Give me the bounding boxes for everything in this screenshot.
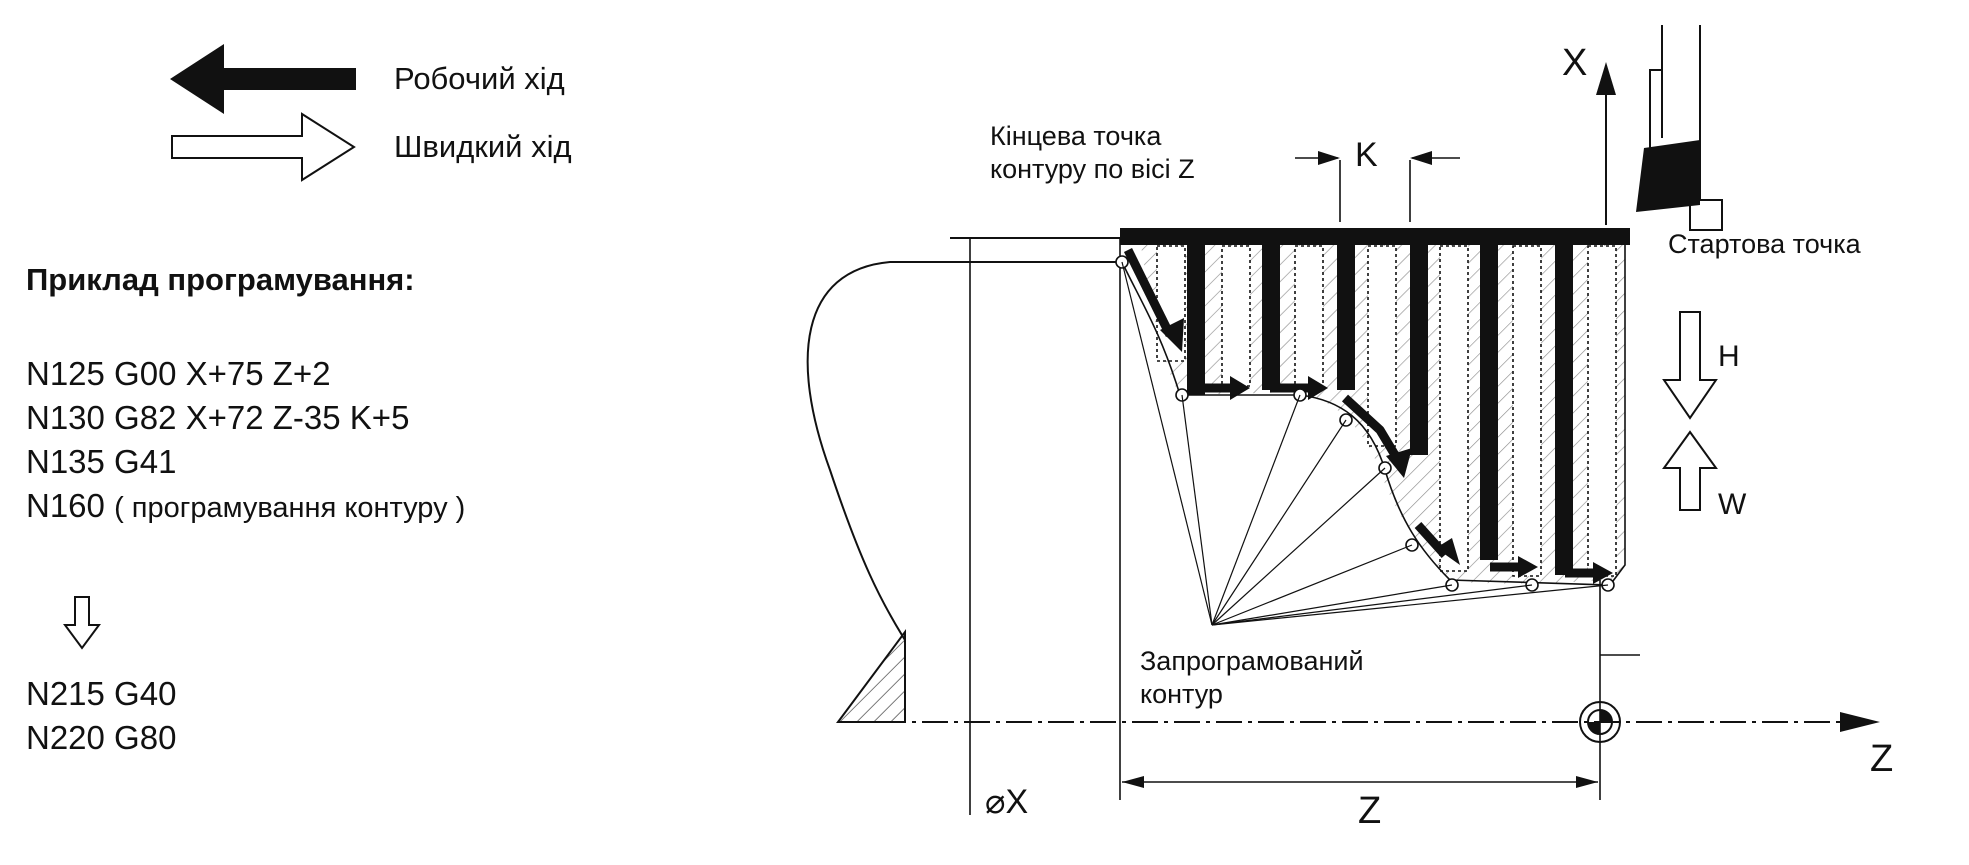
return-path-bar [1120, 228, 1630, 245]
contour-feed-paths [1123, 248, 1595, 578]
z-dimension-arrow-left [1122, 776, 1144, 788]
program-line: N135 G41 [26, 443, 177, 480]
program-end-list: N215 G40 N220 G80 [26, 672, 176, 760]
x-axis-arrow [1596, 62, 1616, 95]
z-dimension-label: Z [1358, 790, 1382, 832]
z-axis-arrow [1840, 712, 1880, 732]
program-code-list: N125 G00 X+75 Z+2 N130 G82 X+72 Z-35 K+5… [26, 352, 465, 530]
legend-work-feed-label: Робочий хід [394, 61, 565, 96]
legend-rapid-traverse: Швидкий хід [170, 112, 572, 182]
contour-label-line: контур [1140, 679, 1223, 709]
programmed-contour [1121, 245, 1626, 586]
h-direction-arrow [1662, 311, 1718, 420]
end-point-label: Кінцева точка контуру по вісі Z [990, 120, 1195, 186]
contour-points [1115, 255, 1615, 592]
program-heading: Приклад програмування: [26, 262, 415, 297]
origin-symbol [1579, 701, 1621, 743]
program-line: N125 G00 X+75 Z+2 [26, 355, 331, 392]
contour-feed-arrowheads [1160, 318, 1613, 584]
cutting-insert [1636, 140, 1700, 212]
workpiece-outline [806, 261, 1120, 722]
axis-x-label: X [1562, 42, 1588, 84]
program-line-block: N160 [26, 487, 105, 524]
hollow-arrow-down-icon [63, 596, 101, 650]
tool-holder [1649, 25, 1723, 231]
program-line-comment: ( програмування контуру ) [114, 492, 466, 524]
diameter-label: ⌀X [985, 783, 1029, 821]
contour-label-line: Запрограмований [1140, 646, 1364, 676]
h-label: H [1718, 340, 1740, 373]
program-line: N130 G82 X+72 Z-35 K+5 [26, 399, 410, 436]
filled-arrow-left-icon [170, 44, 356, 114]
end-point-label-line: контуру по вісі Z [990, 154, 1195, 184]
hollow-arrow-right-icon [171, 112, 356, 182]
work-feed-cuts [1187, 240, 1573, 575]
w-direction-arrow [1662, 430, 1718, 511]
programmed-contour-label: Запрограмований контур [1140, 645, 1364, 711]
legend-rapid-traverse-label: Швидкий хід [394, 129, 572, 164]
z-dimension-arrow-right [1576, 776, 1598, 788]
k-label: K [1355, 136, 1378, 174]
chuck-hatch [836, 628, 906, 723]
legend-work-feed: Робочий хід [170, 44, 565, 114]
program-line: N220 G80 [26, 719, 177, 756]
end-point-label-line: Кінцева точка [990, 121, 1162, 151]
program-line: N215 G40 [26, 675, 177, 712]
axis-z-label: Z [1870, 738, 1894, 780]
w-label: W [1718, 488, 1747, 521]
program-line-contour: N160 ( програмування контуру ) [26, 484, 465, 530]
start-point-label: Стартова точка [1668, 229, 1861, 259]
contour-leader-lines [1121, 261, 1609, 626]
